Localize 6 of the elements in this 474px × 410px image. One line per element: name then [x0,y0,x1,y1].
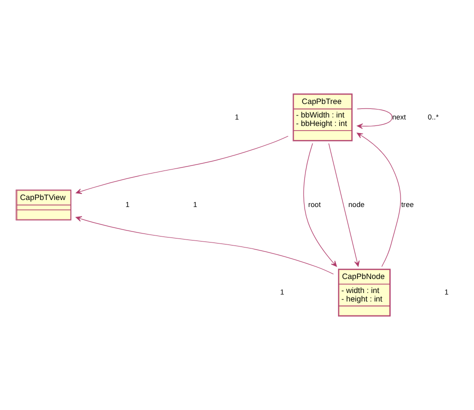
arrow [303,143,337,267]
arrow [356,108,392,129]
arrow [76,136,288,194]
arrow [356,132,401,267]
arrow [328,143,360,267]
arrow [76,216,334,274]
